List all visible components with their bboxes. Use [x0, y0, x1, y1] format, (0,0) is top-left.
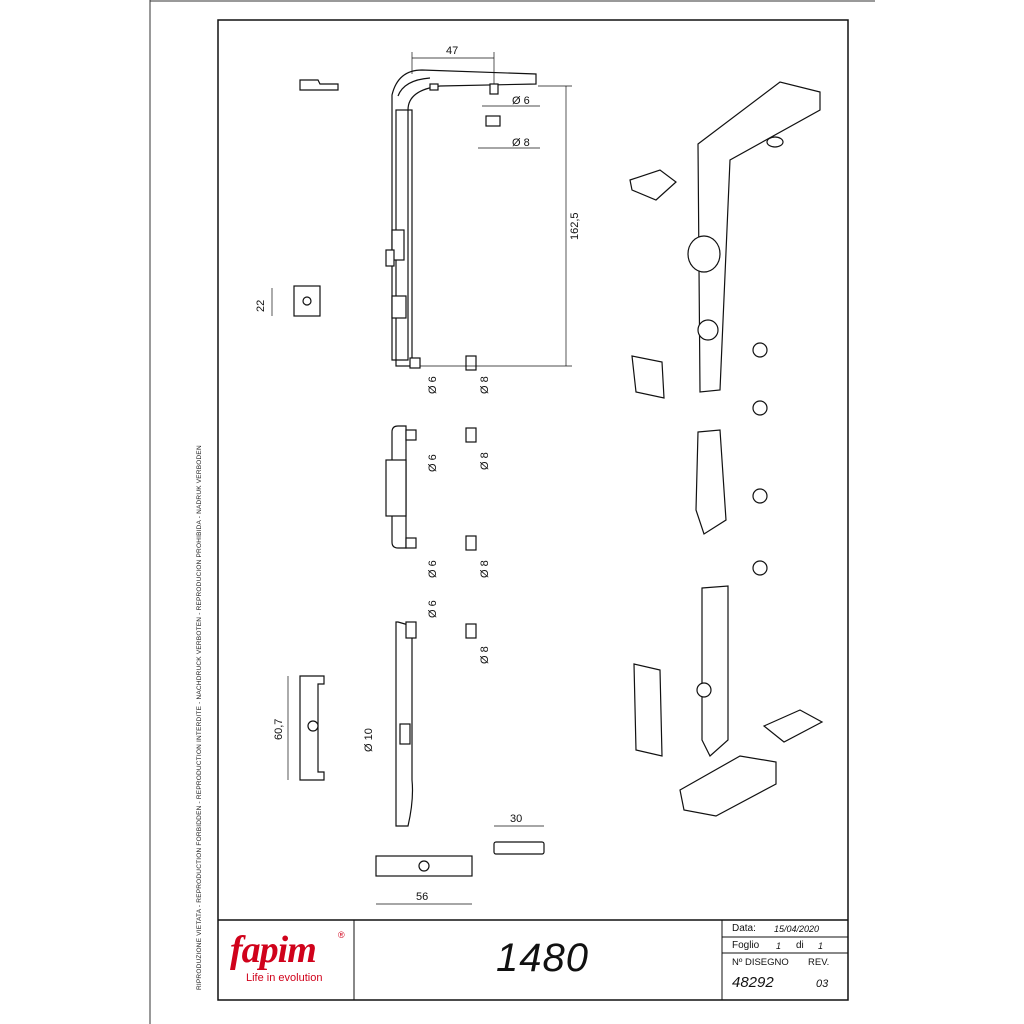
iso-plate — [762, 709, 824, 743]
date-value: 15/04/2020 — [774, 924, 820, 934]
pin-d6-c — [405, 537, 417, 549]
iso-nut-3 — [752, 488, 768, 504]
brand-logo: fapim — [230, 929, 317, 971]
pin-d8-top — [485, 115, 501, 127]
dimension-labels: 47 162,5 22 60,7 30 56 Ø 6 Ø 8 Ø 6 Ø 8 Ø… — [255, 45, 581, 903]
sheet-number: 1 — [776, 941, 782, 951]
model-number: 1480 — [496, 936, 589, 980]
dim-label-60: 60,7 — [273, 719, 285, 740]
pin-d8-c — [465, 535, 477, 551]
part-corner-pin — [429, 83, 439, 91]
pin-d6-a — [409, 357, 421, 369]
pin-d6-top — [489, 83, 499, 95]
reproduction-notice: RIPRODUZIONE VIETATA - REPRODUCTION FORB… — [196, 445, 203, 990]
iso-keeper-top — [631, 355, 665, 399]
iso-bracket — [633, 663, 663, 757]
pin-d8-a — [465, 355, 477, 371]
part-corner-tab — [385, 249, 395, 267]
iso-nut-4 — [752, 560, 768, 576]
dim-label-d6-c: Ø 6 — [427, 560, 439, 578]
part-block-56-hole — [418, 860, 430, 872]
drawing-number-label: Nº DISEGNO — [732, 957, 789, 968]
sheet-total: 1 — [818, 941, 824, 951]
dim-label-d8-a: Ø 8 — [479, 376, 491, 394]
iso-corner-badge — [687, 235, 721, 273]
dim-label-56: 56 — [416, 891, 428, 903]
sheet-label: Foglio — [732, 940, 760, 951]
brand-tagline: Life in evolution — [246, 972, 323, 984]
part-small-clip — [299, 79, 339, 91]
parts — [293, 69, 824, 877]
part-plate-30 — [493, 841, 545, 855]
dim-label-162: 162,5 — [569, 212, 581, 240]
part-keeper-mid-body — [385, 459, 407, 517]
dim-label-d6-d: Ø 6 — [427, 600, 439, 618]
part-lower-rail-head — [405, 621, 417, 639]
iso-corner-arm — [697, 81, 821, 393]
part-corner-block — [391, 229, 405, 261]
part-corner-arm — [391, 69, 537, 361]
dim-label-d8-top: Ø 8 — [512, 137, 530, 149]
iso-corner-lock — [697, 319, 719, 341]
iso-block — [679, 755, 777, 817]
iso-keeper-mid — [695, 429, 727, 535]
part-corner-block2 — [391, 295, 407, 319]
part-block-22-hole — [302, 296, 312, 306]
dim-label-d6-top: Ø 6 — [512, 95, 530, 107]
dim-label-d8-b: Ø 8 — [479, 452, 491, 470]
drawing-frame — [217, 19, 849, 1001]
dimension-lines — [271, 52, 572, 905]
iso-lower-lock — [696, 682, 712, 698]
iso-pin — [766, 136, 784, 148]
iso-clip — [629, 169, 677, 201]
dim-label-47: 47 — [446, 45, 458, 57]
dim-label-d8-c: Ø 8 — [479, 560, 491, 578]
pin-d10 — [399, 723, 411, 745]
pin-d8-d — [465, 623, 477, 639]
dim-label-d6-b: Ø 6 — [427, 454, 439, 472]
pin-d8-b — [465, 427, 477, 443]
iso-lower-rail — [701, 585, 729, 757]
pin-d6-b — [405, 429, 417, 441]
part-bracket-60-hole — [307, 720, 319, 732]
sheet-of-label: di — [796, 940, 804, 951]
dim-label-d8-d: Ø 8 — [479, 646, 491, 664]
dim-label-d10: Ø 10 — [363, 728, 375, 752]
iso-nut-1 — [752, 342, 768, 358]
dim-label-d6-a: Ø 6 — [427, 376, 439, 394]
iso-nut-2 — [752, 400, 768, 416]
date-label: Data: — [732, 923, 756, 934]
dim-label-22: 22 — [255, 300, 267, 312]
part-corner-guide — [397, 77, 431, 97]
revision-value: 03 — [816, 978, 829, 990]
dim-label-30: 30 — [510, 813, 522, 825]
brand-registered-mark: ® — [338, 930, 345, 940]
revision-label: REV. — [808, 957, 830, 968]
drawing-number: 48292 — [732, 974, 774, 991]
